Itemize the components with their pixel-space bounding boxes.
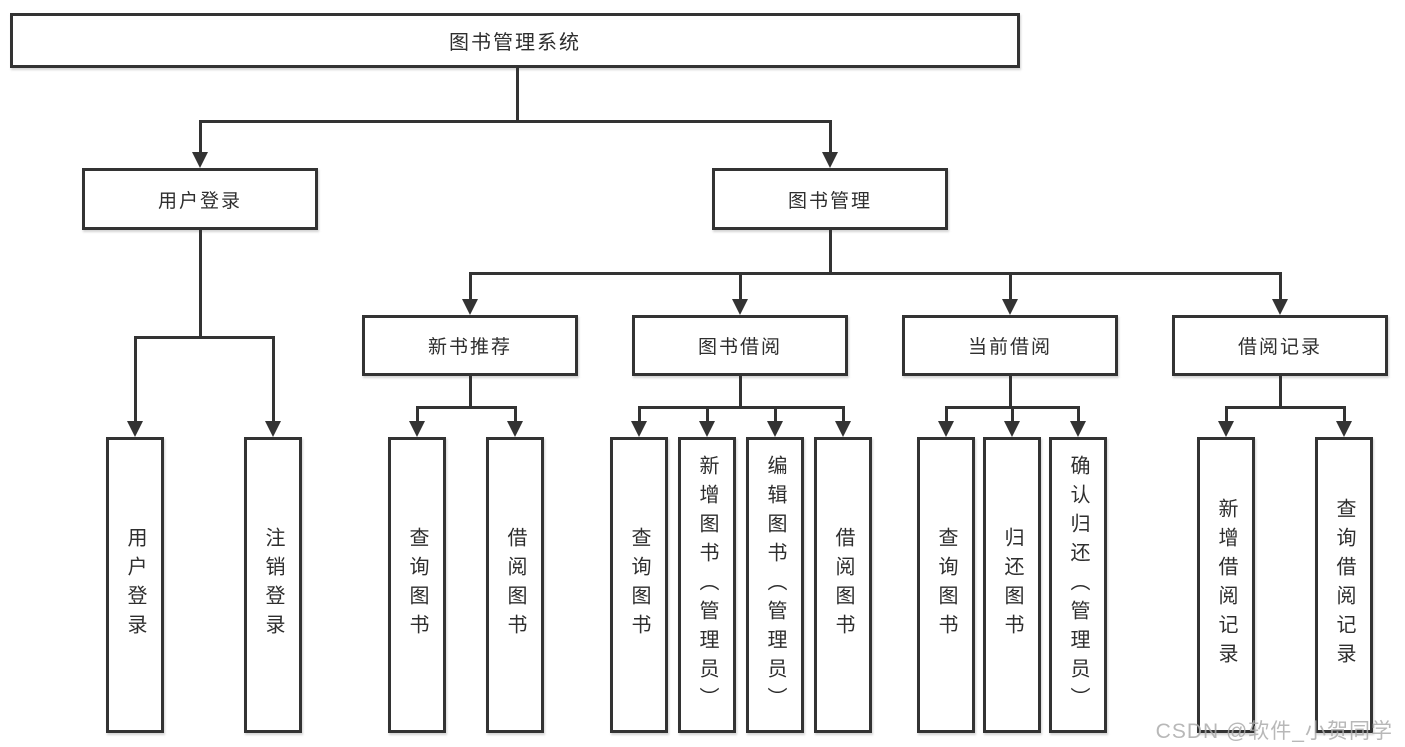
leaf-query-borrow-record: 查询借阅记录: [1315, 437, 1373, 733]
node-label: 查询图书: [406, 527, 428, 643]
node-label: 借阅图书: [832, 527, 854, 643]
node-user-login-branch: 用户登录: [82, 168, 318, 230]
node-label: 新增借阅记录: [1215, 498, 1237, 672]
node-label: 归还图书: [1001, 527, 1023, 643]
arrow-to-current-borrow: [1002, 272, 1018, 315]
node-label: 新书推荐: [427, 337, 512, 358]
node-label: 编辑图书（管理员）: [764, 454, 786, 716]
connector-book-borrow-stem: [739, 376, 742, 406]
node-label: 图书管理系统: [449, 32, 581, 54]
leaf-query-book-recommend: 查询图书: [388, 437, 446, 733]
connector-borrow-records-rail: [1225, 406, 1345, 409]
connector-new-book-stem: [469, 376, 472, 406]
leaf-query-book-current: 查询图书: [917, 437, 975, 733]
csdn-watermark: CSDN @软件_小贺同学: [1155, 720, 1393, 743]
arrow-to-leaf-return-book: [1004, 406, 1020, 437]
arrow-to-leaf-edit-book: [767, 406, 783, 437]
connector-root-stem: [516, 68, 519, 120]
leaf-add-borrow-record: 新增借阅记录: [1197, 437, 1255, 733]
node-borrow-records: 借阅记录: [1172, 315, 1388, 376]
leaf-borrow-book-recommend: 借阅图书: [486, 437, 544, 733]
node-label: 查询图书: [628, 527, 650, 643]
connector-root-rail: [199, 120, 831, 123]
connector-new-book-rail: [416, 406, 516, 409]
connector-book-management-stem: [829, 230, 832, 272]
arrow-to-leaf-borrow-book-2: [835, 406, 851, 437]
node-label: 新增图书（管理员）: [696, 454, 718, 716]
leaf-edit-book-admin: 编辑图书（管理员）: [746, 437, 804, 733]
node-label: 借阅记录: [1237, 337, 1322, 358]
arrow-to-leaf-logout: [265, 336, 281, 437]
leaf-add-book-admin: 新增图书（管理员）: [678, 437, 736, 733]
node-label: 图书借阅: [697, 337, 782, 358]
arrow-to-book-management: [822, 120, 838, 168]
node-label: 查询借阅记录: [1333, 498, 1355, 672]
connector-current-borrow-stem: [1009, 376, 1012, 406]
node-label: 注销登录: [262, 527, 284, 643]
leaf-user-login: 用户登录: [106, 437, 164, 733]
arrow-to-leaf-query-record: [1336, 406, 1352, 437]
arrow-to-leaf-query-book-2: [631, 406, 647, 437]
arrow-to-leaf-borrow-book-1: [507, 406, 523, 437]
node-new-book-recommend: 新书推荐: [362, 315, 578, 376]
connector-book-borrow-rail: [638, 406, 844, 409]
arrow-to-user-login: [192, 120, 208, 168]
leaf-query-book-borrow: 查询图书: [610, 437, 668, 733]
node-book-borrow: 图书借阅: [632, 315, 848, 376]
connector-borrow-records-stem: [1279, 376, 1282, 406]
arrow-to-leaf-user-login: [127, 336, 143, 437]
connector-user-login-rail: [134, 336, 275, 339]
arrow-to-leaf-confirm-return: [1070, 406, 1086, 437]
connector-book-management-rail: [469, 272, 1281, 275]
leaf-return-book: 归还图书: [983, 437, 1041, 733]
arrow-to-leaf-query-book-3: [938, 406, 954, 437]
leaf-borrow-book: 借阅图书: [814, 437, 872, 733]
arrow-to-leaf-add-record: [1218, 406, 1234, 437]
node-book-management-branch: 图书管理: [712, 168, 948, 230]
node-current-borrow: 当前借阅: [902, 315, 1118, 376]
arrow-to-leaf-add-book: [699, 406, 715, 437]
leaf-confirm-return-admin: 确认归还（管理员）: [1049, 437, 1107, 733]
node-label: 图书管理: [787, 190, 872, 212]
node-label: 用户登录: [124, 527, 146, 643]
arrow-to-book-borrow: [732, 272, 748, 315]
connector-user-login-stem: [199, 230, 202, 336]
node-label: 确认归还（管理员）: [1067, 454, 1089, 716]
node-label: 当前借阅: [967, 337, 1052, 358]
leaf-logout: 注销登录: [244, 437, 302, 733]
node-label: 查询图书: [935, 527, 957, 643]
node-library-management-system: 图书管理系统: [10, 13, 1020, 68]
node-label: 借阅图书: [504, 527, 526, 643]
arrow-to-leaf-query-book-1: [409, 406, 425, 437]
arrow-to-borrow-records: [1272, 272, 1288, 315]
arrow-to-new-book-recommend: [462, 272, 478, 315]
node-label: 用户登录: [157, 190, 242, 212]
